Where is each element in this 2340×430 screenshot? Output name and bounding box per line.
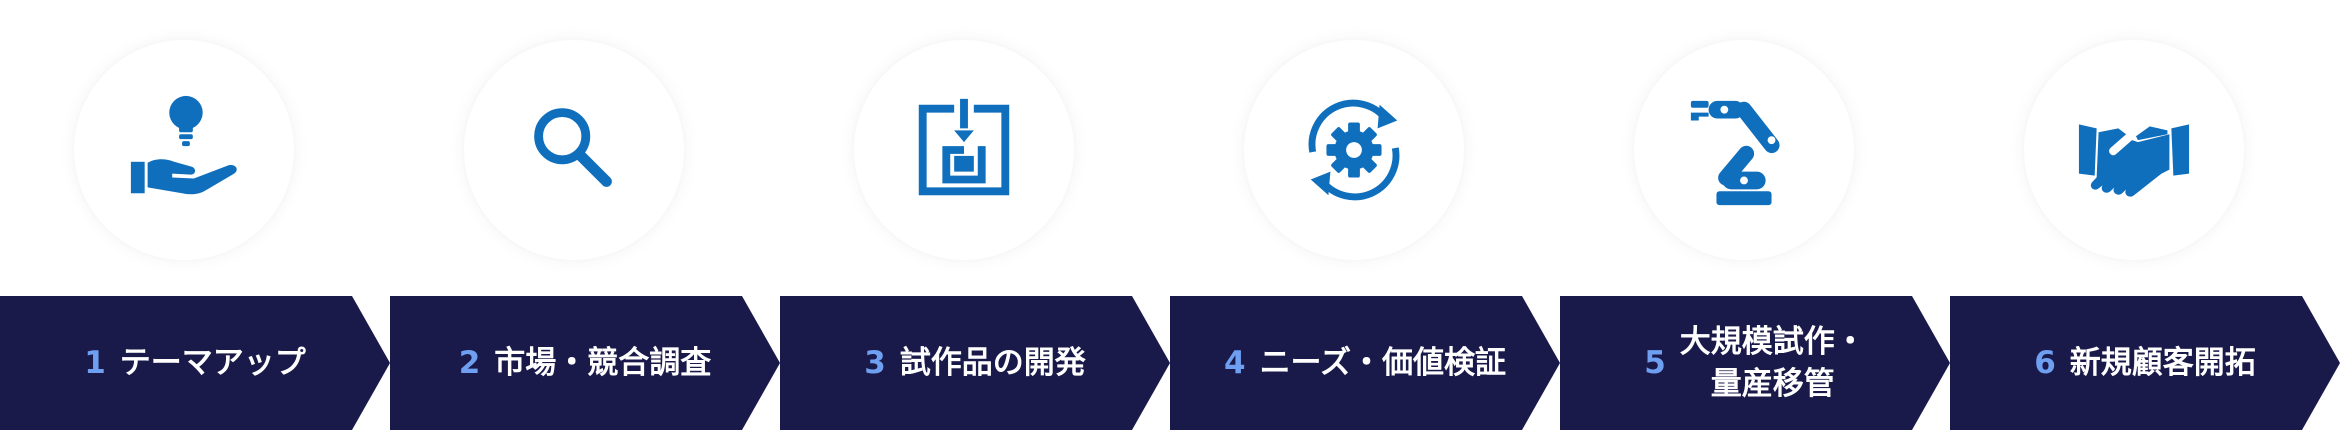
icon-circle: [464, 40, 684, 260]
step-2: 2 市場・競合調査: [390, 0, 780, 430]
step-label-line: 新規顧客開拓: [2069, 345, 2256, 381]
step-number: 6: [2034, 345, 2056, 381]
step-label-line: テーマアップ: [119, 345, 306, 381]
step-1: 1 テーマアップ: [0, 0, 390, 430]
step-label: 試作品の開発: [900, 342, 1086, 384]
step-banner: 2 市場・競合調査: [390, 296, 780, 430]
step-label: 市場・競合調査: [494, 342, 711, 384]
icon-circle: [1244, 40, 1464, 260]
step-label: 大規模試作・ 量産移管: [1680, 321, 1866, 405]
step-banner: 5 大規模試作・ 量産移管: [1560, 296, 1950, 430]
step-label: テーマアップ: [120, 342, 306, 384]
step-label-line: 市場・競合調査: [494, 345, 712, 381]
step-banner: 4 ニーズ・価値検証: [1170, 296, 1560, 430]
icon-circle: [854, 40, 1074, 260]
handshake-icon: [2078, 124, 2190, 197]
step-banner: 6 新規顧客開拓: [1950, 296, 2340, 430]
step-4: 4 ニーズ・価値検証: [1170, 0, 1560, 430]
step-5: 5 大規模試作・ 量産移管: [1560, 0, 1950, 430]
lightbulb-hand-icon: [130, 95, 237, 195]
icon-circle: [2024, 40, 2244, 260]
step-label: 新規顧客開拓: [2070, 342, 2256, 384]
step-6: 6 新規顧客開拓: [1950, 0, 2340, 430]
step-number: 2: [458, 345, 481, 381]
gear-cycle-icon: [1308, 99, 1400, 201]
robot-arm-icon: [1690, 100, 1780, 206]
step-label-line: 試作品の開発: [899, 345, 1086, 381]
step-banner: 3 試作品の開発: [780, 296, 1170, 430]
step-number: 1: [84, 345, 106, 381]
step-3: 3 試作品の開発: [780, 0, 1170, 430]
step-banner: 1 テーマアップ: [0, 296, 390, 430]
step-label-line: 大規模試作・: [1679, 324, 1866, 360]
step-label: ニーズ・価値検証: [1260, 342, 1506, 384]
prototype-frame-icon: [918, 98, 1010, 196]
icon-circle: [1634, 40, 1854, 260]
step-label-line: 量産移管: [1710, 366, 1835, 402]
step-label-line: ニーズ・価値検証: [1259, 345, 1507, 381]
step-number: 5: [1644, 345, 1666, 381]
step-number: 4: [1223, 345, 1246, 381]
step-number: 3: [864, 345, 886, 381]
icon-circle: [74, 40, 294, 260]
magnifier-icon: [534, 108, 612, 187]
